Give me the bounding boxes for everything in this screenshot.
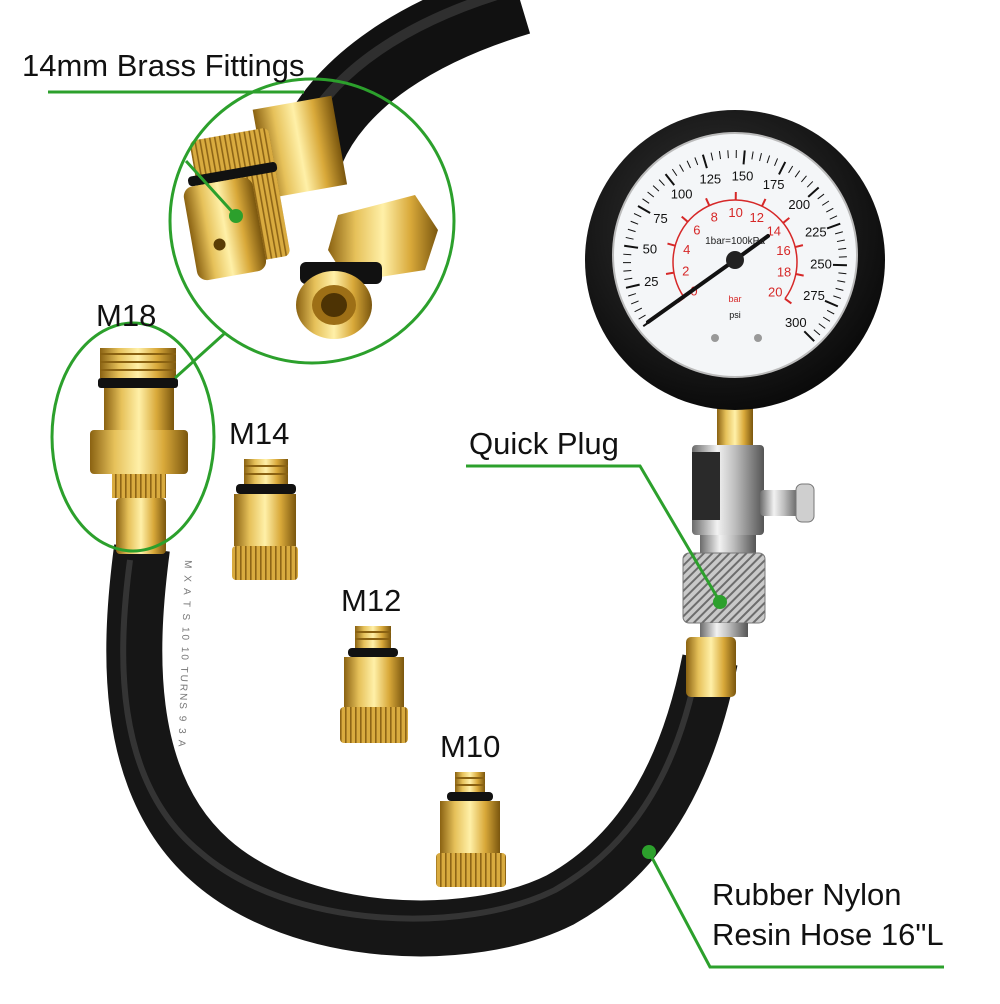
psi-tick-label: 150 — [732, 168, 754, 183]
bar-tick-label: 16 — [776, 243, 790, 258]
gauge-unit-psi: psi — [729, 310, 741, 320]
bar-tick-label: 4 — [683, 242, 690, 257]
psi-tick-label: 175 — [763, 177, 785, 192]
psi-tick-label: 250 — [810, 257, 832, 272]
psi-tick — [623, 270, 631, 271]
psi-tick — [728, 150, 729, 158]
gauge-unit-bar: bar — [728, 294, 741, 304]
brass-fitting-icon — [171, 96, 438, 339]
label-hose: Rubber Nylon Resin Hose 16"L — [712, 875, 944, 955]
bar-tick-label: 10 — [728, 205, 742, 220]
m12-adapter-icon — [340, 626, 408, 743]
label-m10: M10 — [440, 731, 500, 764]
bar-tick-label: 8 — [711, 209, 718, 224]
psi-tick-label: 50 — [643, 242, 657, 257]
psi-tick-label: 225 — [805, 225, 827, 240]
psi-tick-label: 200 — [788, 197, 810, 212]
bar-tick-label: 20 — [768, 285, 782, 300]
m14-adapter-icon — [232, 459, 298, 580]
psi-tick-label: 275 — [803, 288, 825, 303]
bar-tick-label: 2 — [682, 264, 689, 279]
psi-tick-label: 300 — [785, 315, 807, 330]
hose-print-text: M X A T S 10 10 TURNS 9 3 A — [175, 560, 193, 749]
m18-fitting-icon — [90, 348, 188, 554]
bar-tick-label: 12 — [750, 210, 764, 225]
psi-tick — [744, 150, 745, 164]
m10-adapter-icon — [436, 772, 506, 887]
bar-tick-label: 6 — [693, 223, 700, 238]
label-quick-plug: Quick Plug — [469, 428, 619, 461]
psi-tick-label: 125 — [699, 172, 721, 187]
bar-tick — [666, 273, 674, 274]
label-m18: M18 — [96, 300, 156, 333]
psi-tick-label: 100 — [671, 187, 693, 202]
label-brass-fittings: 14mm Brass Fittings — [22, 50, 305, 83]
label-hose-line1: Rubber Nylon — [712, 875, 944, 915]
label-m12: M12 — [341, 585, 401, 618]
psi-tick — [623, 254, 631, 255]
psi-tick-label: 75 — [653, 211, 667, 226]
bar-tick-label: 18 — [777, 265, 791, 280]
compression-gauge-icon: 2550751001251501752002252502753000246810… — [585, 110, 885, 450]
psi-tick-label: 25 — [644, 274, 658, 289]
label-hose-line2: Resin Hose 16"L — [712, 915, 944, 955]
label-m14: M14 — [229, 418, 289, 451]
gauge-scale-text: 1bar=100kPa — [705, 236, 765, 247]
